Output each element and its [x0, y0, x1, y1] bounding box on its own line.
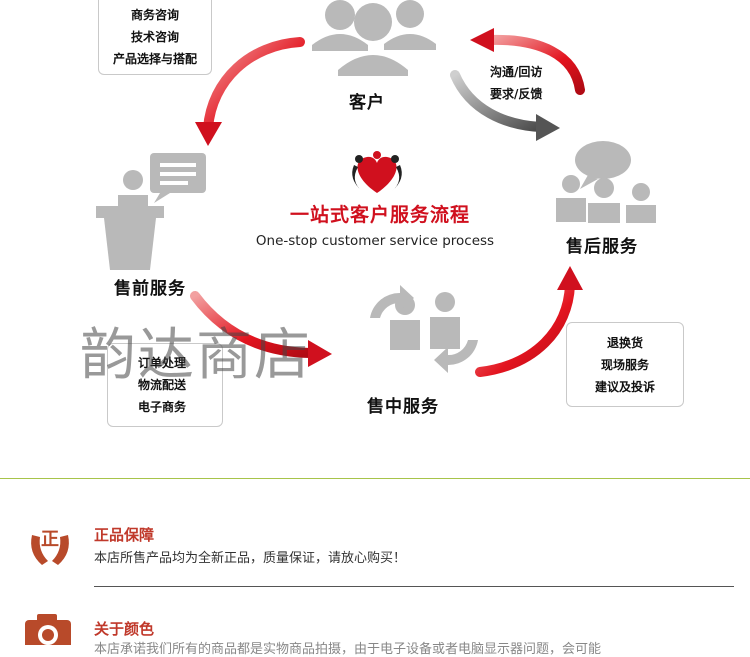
meeting-icon — [556, 141, 656, 223]
customer-label: 客户 — [349, 93, 385, 113]
service-flow-diagram — [96, 0, 656, 377]
presale-label: 售前服务 — [114, 279, 186, 299]
order-item: 订单处理 — [138, 356, 187, 370]
order-box: 订单处理 物流配送 电子商务 — [107, 343, 223, 427]
genuine-guarantee-icon: 正 — [31, 529, 69, 565]
insale-label: 售中服务 — [367, 397, 439, 417]
center-subtitle: One-stop customer service process — [255, 233, 495, 249]
aftersale-item: 退换货 — [606, 335, 643, 350]
order-item: 物流配送 — [138, 378, 187, 392]
guarantee-text: 本店所售产品均为全新正品，质量保证，请放心购买！ — [94, 551, 407, 566]
customer-group-icon — [312, 0, 436, 76]
order-item: 电子商务 — [138, 400, 187, 414]
aftersale-item: 建议及投诉 — [594, 379, 655, 394]
center-title: 一站式客户服务流程 — [289, 204, 470, 226]
arrow-customer-to-aftersale-gray — [450, 70, 560, 141]
feedback-item: 沟通/回访 — [490, 65, 543, 79]
consulting-item: 产品选择与搭配 — [112, 52, 197, 66]
guarantee-divider — [94, 586, 734, 587]
presenter-podium-icon — [96, 153, 206, 270]
insale-people-icon — [370, 285, 478, 373]
aftersale-item: 现场服务 — [600, 357, 649, 372]
speech-lines-icon — [160, 163, 196, 185]
heart-people-logo-icon — [352, 151, 402, 193]
consulting-box: 商务咨询 技术咨询 产品选择与搭配 — [98, 0, 212, 75]
section-divider — [0, 478, 750, 479]
feedback-item: 要求/反馈 — [490, 87, 543, 101]
color-section-title: 关于颜色 — [94, 620, 155, 638]
guarantee-icon-char: 正 — [41, 529, 59, 550]
arrow-aftersale-to-customer — [470, 28, 585, 95]
consulting-item: 技术咨询 — [130, 30, 179, 44]
camera-icon — [25, 614, 71, 645]
aftersale-label: 售后服务 — [566, 237, 638, 257]
consulting-item: 商务咨询 — [130, 8, 179, 22]
aftersale-box: 退换货 现场服务 建议及投诉 — [566, 322, 684, 407]
arrow-insale-to-aftersale — [475, 266, 583, 377]
arrow-customer-to-presale — [195, 37, 305, 146]
guarantee-title: 正品保障 — [94, 526, 155, 544]
color-section-text: 本店承诺我们所有的商品都是实物商品拍摄，由于电子设备或者电脑显示器问题，会可能 — [94, 642, 602, 657]
arrow-presale-to-insale — [190, 291, 332, 367]
